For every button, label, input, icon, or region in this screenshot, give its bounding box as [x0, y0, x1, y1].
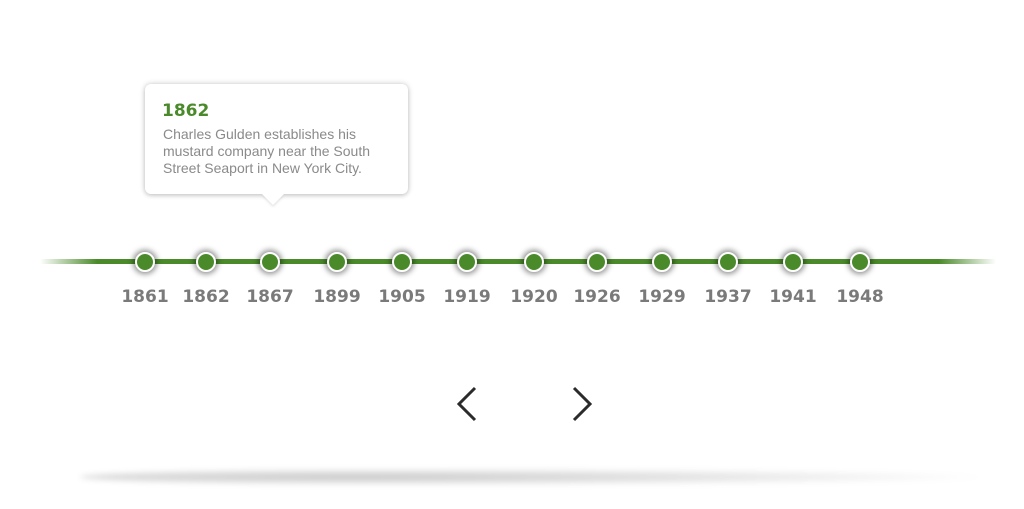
- timeline-year-1929[interactable]: 1929: [638, 287, 686, 307]
- timeline-track: [40, 259, 996, 264]
- timeline-year-1862[interactable]: 1862: [182, 287, 230, 307]
- timeline-node-1905[interactable]: [392, 252, 412, 272]
- timeline-node-1919[interactable]: [457, 252, 477, 272]
- timeline-node-1937[interactable]: [718, 252, 738, 272]
- timeline-node-1941[interactable]: [783, 252, 803, 272]
- chevron-left-icon: [456, 386, 477, 422]
- timeline-year-1948[interactable]: 1948: [836, 287, 884, 307]
- next-button[interactable]: [562, 384, 602, 424]
- tooltip-description: Charles Gulden establishes his mustard c…: [163, 126, 371, 176]
- timeline-year-1926[interactable]: 1926: [573, 287, 621, 307]
- prev-button[interactable]: [447, 384, 487, 424]
- timeline-node-1862[interactable]: [196, 252, 216, 272]
- timeline-year-1861[interactable]: 1861: [121, 287, 169, 307]
- timeline-year-1905[interactable]: 1905: [378, 287, 426, 307]
- footer-shadow: [80, 468, 1000, 486]
- tooltip-pointer: [262, 194, 284, 205]
- tooltip-year: 1862: [162, 101, 210, 121]
- chevron-right-icon: [572, 386, 593, 422]
- timeline-node-1861[interactable]: [135, 252, 155, 272]
- timeline-year-1937[interactable]: 1937: [704, 287, 752, 307]
- timeline-node-1929[interactable]: [652, 252, 672, 272]
- timeline-year-1919[interactable]: 1919: [443, 287, 491, 307]
- timeline-year-1920[interactable]: 1920: [510, 287, 558, 307]
- event-tooltip: 1862 Charles Gulden establishes his must…: [145, 84, 408, 205]
- timeline-node-1920[interactable]: [524, 252, 544, 272]
- timeline-year-1867[interactable]: 1867: [246, 287, 294, 307]
- timeline-year-1941[interactable]: 1941: [769, 287, 817, 307]
- timeline-node-1867[interactable]: [260, 252, 280, 272]
- timeline-node-1926[interactable]: [587, 252, 607, 272]
- timeline-node-1948[interactable]: [850, 252, 870, 272]
- timeline-year-1899[interactable]: 1899: [313, 287, 361, 307]
- timeline-node-1899[interactable]: [327, 252, 347, 272]
